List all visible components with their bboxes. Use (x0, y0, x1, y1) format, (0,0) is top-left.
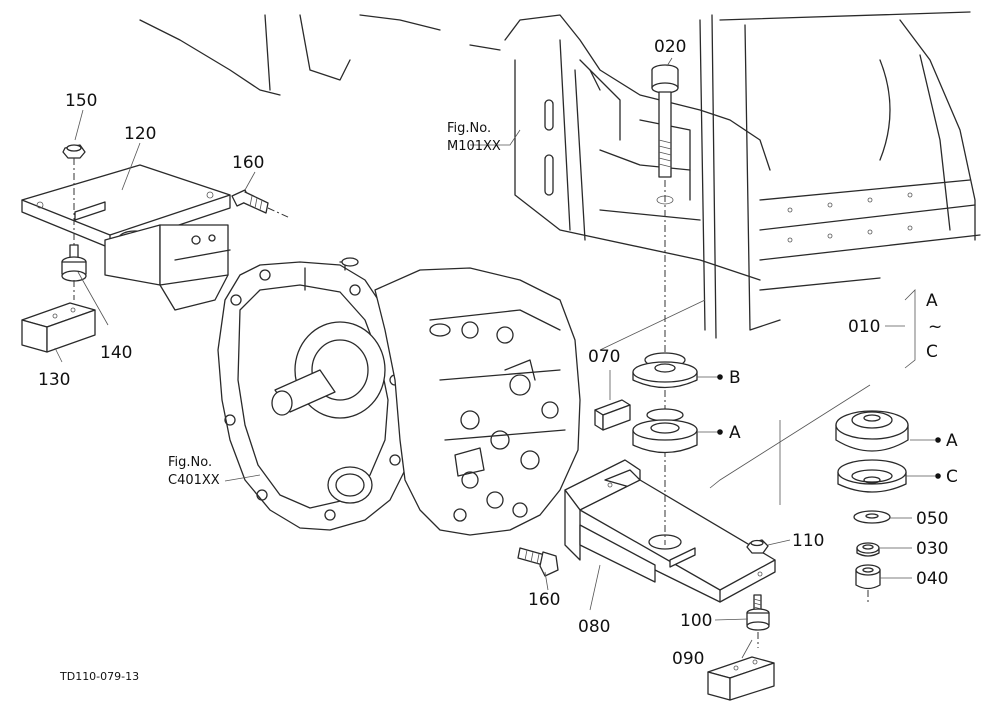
callout-090: 090 (672, 649, 704, 669)
cushion-a-main (632, 408, 698, 454)
callout-010: 010 (848, 317, 880, 337)
callout-140: 140 (100, 343, 132, 363)
block-130 (21, 302, 96, 353)
callout-160-lower: 160 (528, 590, 560, 610)
callout-040: 040 (916, 569, 948, 589)
rubber-mount-140 (61, 244, 87, 282)
range-letter-a: A (926, 291, 938, 311)
callout-150: 150 (65, 91, 97, 111)
range-tilde: ~ (928, 317, 942, 337)
transmission-housing (217, 257, 413, 531)
figref-c401-code: C401XX (168, 473, 220, 488)
drawing-code: TD110-079-13 (59, 670, 139, 683)
range-letter-c: C (926, 342, 938, 362)
nut-150 (62, 144, 86, 159)
callout-110: 110 (792, 531, 824, 551)
letter-c-right: C (946, 467, 958, 487)
cushion-b-main (632, 352, 698, 389)
callout-070: 070 (588, 347, 620, 367)
figref-m101-prefix: Fig.No. (447, 121, 491, 136)
figref-m101-code: M101XX (447, 139, 501, 154)
letter-a: A (729, 423, 741, 443)
figref-c401-prefix: Fig.No. (168, 455, 212, 470)
letter-b: B (729, 368, 741, 388)
leader-dot-b (717, 374, 723, 380)
callout-030: 030 (916, 539, 948, 559)
leader-dot-a-right (935, 437, 941, 443)
spacer-070 (594, 399, 631, 431)
guide-line (599, 299, 706, 351)
centerline-160a (267, 207, 291, 219)
callout-130: 130 (38, 370, 70, 390)
nut-110 (746, 539, 769, 554)
washer-050 (853, 510, 891, 524)
bracket-120 (21, 164, 231, 311)
spring-washer-030 (856, 542, 880, 557)
leader-dot-a (717, 429, 723, 435)
leader-dot-c-right (935, 473, 941, 479)
cushion-c-right (837, 459, 907, 493)
letter-a-right: A (946, 431, 958, 451)
valve-assembly (374, 267, 581, 536)
callout-020: 020 (654, 37, 686, 57)
rubber-mount-100 (746, 594, 770, 631)
cushion-a-right (835, 410, 909, 452)
callout-160-upper: 160 (232, 153, 264, 173)
chassis-frame (139, 11, 981, 339)
nut-040 (855, 564, 881, 590)
bracket-080 (564, 459, 776, 603)
bolt-160-lower (517, 547, 559, 577)
callout-120: 120 (124, 124, 156, 144)
guide-line-2 (709, 384, 871, 489)
block-090 (707, 656, 775, 701)
callout-050: 050 (916, 509, 948, 529)
leader-lines (54, 57, 935, 659)
callout-080: 080 (578, 617, 610, 637)
bolt-160-upper (231, 189, 269, 214)
callout-100: 100 (680, 611, 712, 631)
bolt-020 (651, 64, 679, 178)
